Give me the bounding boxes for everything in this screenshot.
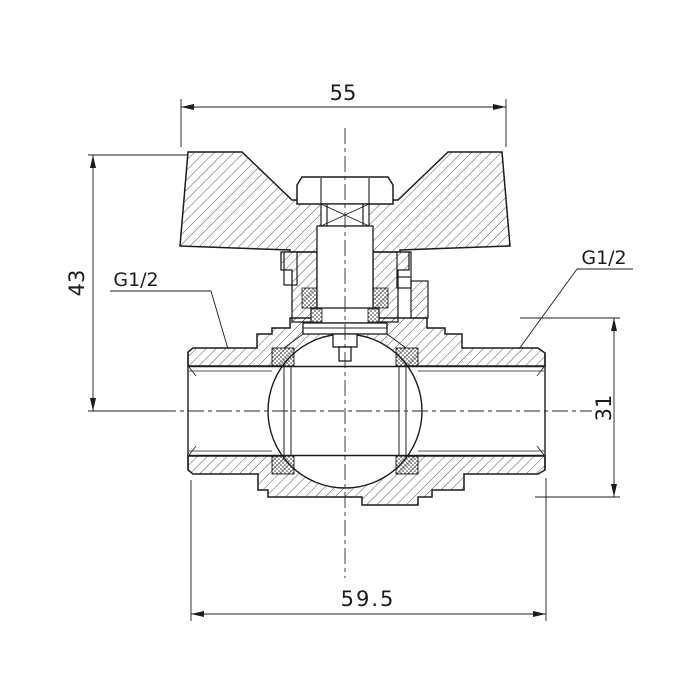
stem-packing [301, 287, 389, 323]
thread-label-left: G1/2 [110, 269, 229, 350]
dimension-59-5: 59.5 [190, 478, 547, 621]
dimension-31: 31 [520, 317, 620, 498]
dim-59-5-label: 59.5 [341, 587, 396, 611]
ball-seats [271, 347, 419, 475]
dim-55-label: 55 [330, 81, 357, 105]
bore-details [188, 366, 545, 456]
dimension-55: 55 [180, 81, 507, 147]
dim-31-label: 31 [592, 395, 616, 422]
centerlines [160, 128, 592, 578]
bore-lines [189, 365, 544, 457]
thread-label-right: G1/2 [518, 247, 633, 350]
dim-43-label: 43 [65, 270, 89, 297]
gland-cone-edges [283, 333, 407, 349]
thread-label-left-text: G1/2 [113, 269, 158, 291]
thread-label-right-text: G1/2 [581, 247, 626, 269]
dimension-43: 43 [65, 154, 188, 412]
